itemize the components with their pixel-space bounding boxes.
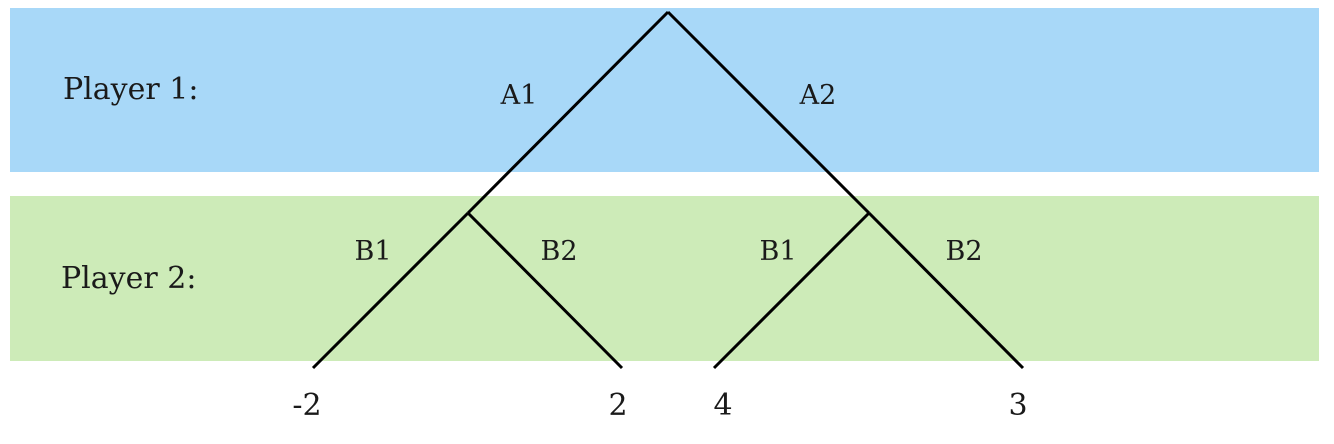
edge-b1-left [311,211,470,370]
edge-label-b1-left: B1 [354,236,392,267]
player-1-label: Player 1: [63,72,199,107]
edge-label-a1: A1 [500,80,538,111]
edge-b1-right [712,211,871,370]
edge-b2-right [867,211,1025,370]
player-2-label: Player 2: [61,261,197,296]
edge-a1 [466,10,670,215]
edge-a2 [666,10,871,215]
payoff-leaf-4: 3 [1008,388,1028,423]
payoff-leaf-1: -2 [292,388,322,423]
payoff-leaf-2: 2 [608,388,628,423]
player-1-band [10,8,1319,172]
edge-label-b2-right: B2 [945,236,983,267]
edge-b2-left [466,211,624,370]
edge-label-b1-right: B1 [759,236,797,267]
player-2-band [10,196,1319,361]
edge-label-b2-left: B2 [540,236,578,267]
payoff-leaf-3: 4 [713,388,733,423]
edge-label-a2: A2 [799,80,837,111]
